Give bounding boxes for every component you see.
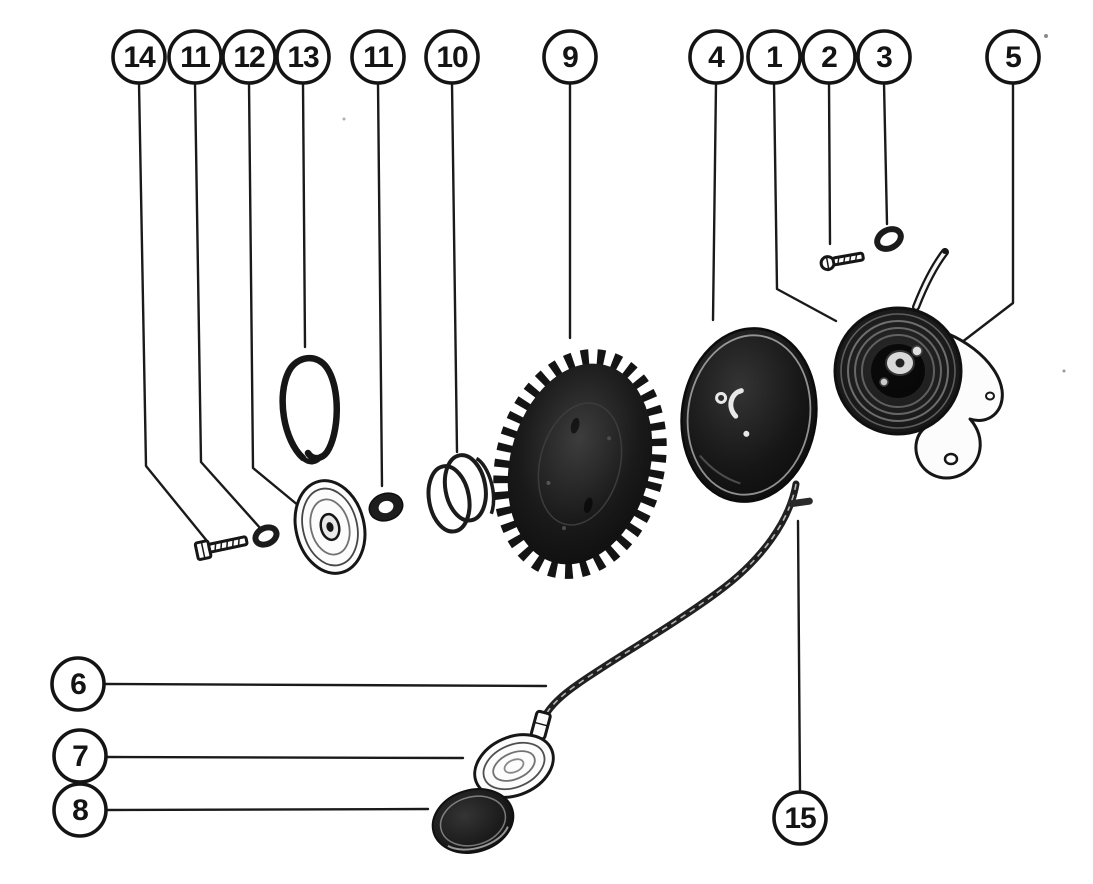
callout-5: 5 (985, 29, 1041, 85)
callout-label: 4 (708, 41, 725, 74)
callout-balloons: 14 11 12 13 11 10 9 4 (50, 29, 1041, 846)
callout-label: 5 (1005, 41, 1021, 74)
callout-circle (52, 782, 108, 838)
part-spacer-rings (426, 453, 496, 534)
leader-line-4 (711, 81, 718, 322)
callout-circle (985, 29, 1041, 85)
callout-circle (167, 29, 223, 85)
part-spring-clip (279, 355, 340, 465)
callout-2: 2 (801, 29, 857, 85)
callout-circle (275, 29, 331, 85)
callout-1: 1 (746, 29, 802, 85)
callout-11-a: 11 (167, 29, 223, 85)
callout-4: 4 (688, 29, 744, 85)
callout-3: 3 (856, 29, 912, 85)
callout-label: 14 (123, 41, 156, 74)
callout-label: 1 (766, 41, 782, 74)
callout-circle (424, 29, 480, 85)
part-starter-handle (473, 709, 555, 799)
callout-8: 8 (52, 782, 108, 838)
callout-label: 15 (784, 802, 816, 835)
leader-lines (102, 81, 1015, 812)
callout-circle (52, 728, 108, 784)
leader-line-3 (882, 81, 889, 226)
callout-label: 11 (363, 41, 393, 74)
part-handle-cap (431, 788, 515, 854)
leader-line-10 (450, 81, 459, 454)
part-starter-rope (541, 480, 800, 720)
scan-artifact (342, 117, 346, 121)
callout-circle (856, 29, 912, 85)
part-hex-bolt (193, 535, 249, 561)
part-starter-housing (833, 248, 1004, 480)
callout-12: 12 (221, 29, 277, 85)
leader-line-6 (102, 682, 548, 688)
callout-label: 10 (436, 41, 468, 74)
leader-line-7 (104, 755, 465, 760)
callout-9: 9 (542, 29, 598, 85)
part-washer (368, 492, 404, 522)
leader-line-8 (104, 807, 430, 812)
callout-circle (542, 29, 598, 85)
callout-circle (111, 29, 167, 85)
callout-circle (801, 29, 857, 85)
callout-14: 14 (111, 29, 167, 85)
leader-line-12 (247, 81, 301, 508)
callout-circle (772, 790, 828, 846)
part-flat-washer-small (252, 524, 280, 548)
callout-circle (350, 29, 406, 85)
callout-label: 13 (287, 41, 319, 74)
part-sheave-drum (680, 327, 818, 503)
leader-line-14 (137, 81, 209, 543)
part-screw (819, 251, 865, 272)
callout-label: 6 (70, 668, 86, 701)
callout-6: 6 (50, 656, 106, 712)
part-pulley-sheave (293, 479, 367, 575)
leader-line-11b (376, 81, 384, 488)
callout-7: 7 (52, 728, 108, 784)
callout-circle (688, 29, 744, 85)
callout-circle (746, 29, 802, 85)
leader-line-2 (827, 81, 832, 246)
part-lock-washer (874, 226, 904, 252)
callout-label: 2 (821, 41, 837, 74)
callout-label: 11 (180, 41, 210, 74)
part-ratchet-sprocket (493, 349, 667, 579)
scan-artifact (1044, 34, 1048, 38)
leader-line-1 (772, 81, 838, 323)
callout-11-b: 11 (350, 29, 406, 85)
callout-label: 7 (72, 740, 88, 773)
leader-line-13 (301, 81, 307, 349)
leader-line-15 (796, 519, 802, 794)
parts-artwork (193, 34, 1066, 854)
callout-label: 9 (562, 41, 578, 74)
part-rope-anchor-pin (788, 497, 813, 508)
scan-artifact (1062, 369, 1066, 373)
callout-label: 8 (72, 794, 88, 827)
callout-label: 3 (876, 41, 892, 74)
callout-circle (50, 656, 106, 712)
callout-10: 10 (424, 29, 480, 85)
callout-circle (221, 29, 277, 85)
leader-line-5 (951, 81, 1015, 351)
leader-line-11a (193, 81, 263, 531)
callout-13: 13 (275, 29, 331, 85)
callout-label: 12 (233, 41, 265, 74)
callout-15: 15 (772, 790, 828, 846)
